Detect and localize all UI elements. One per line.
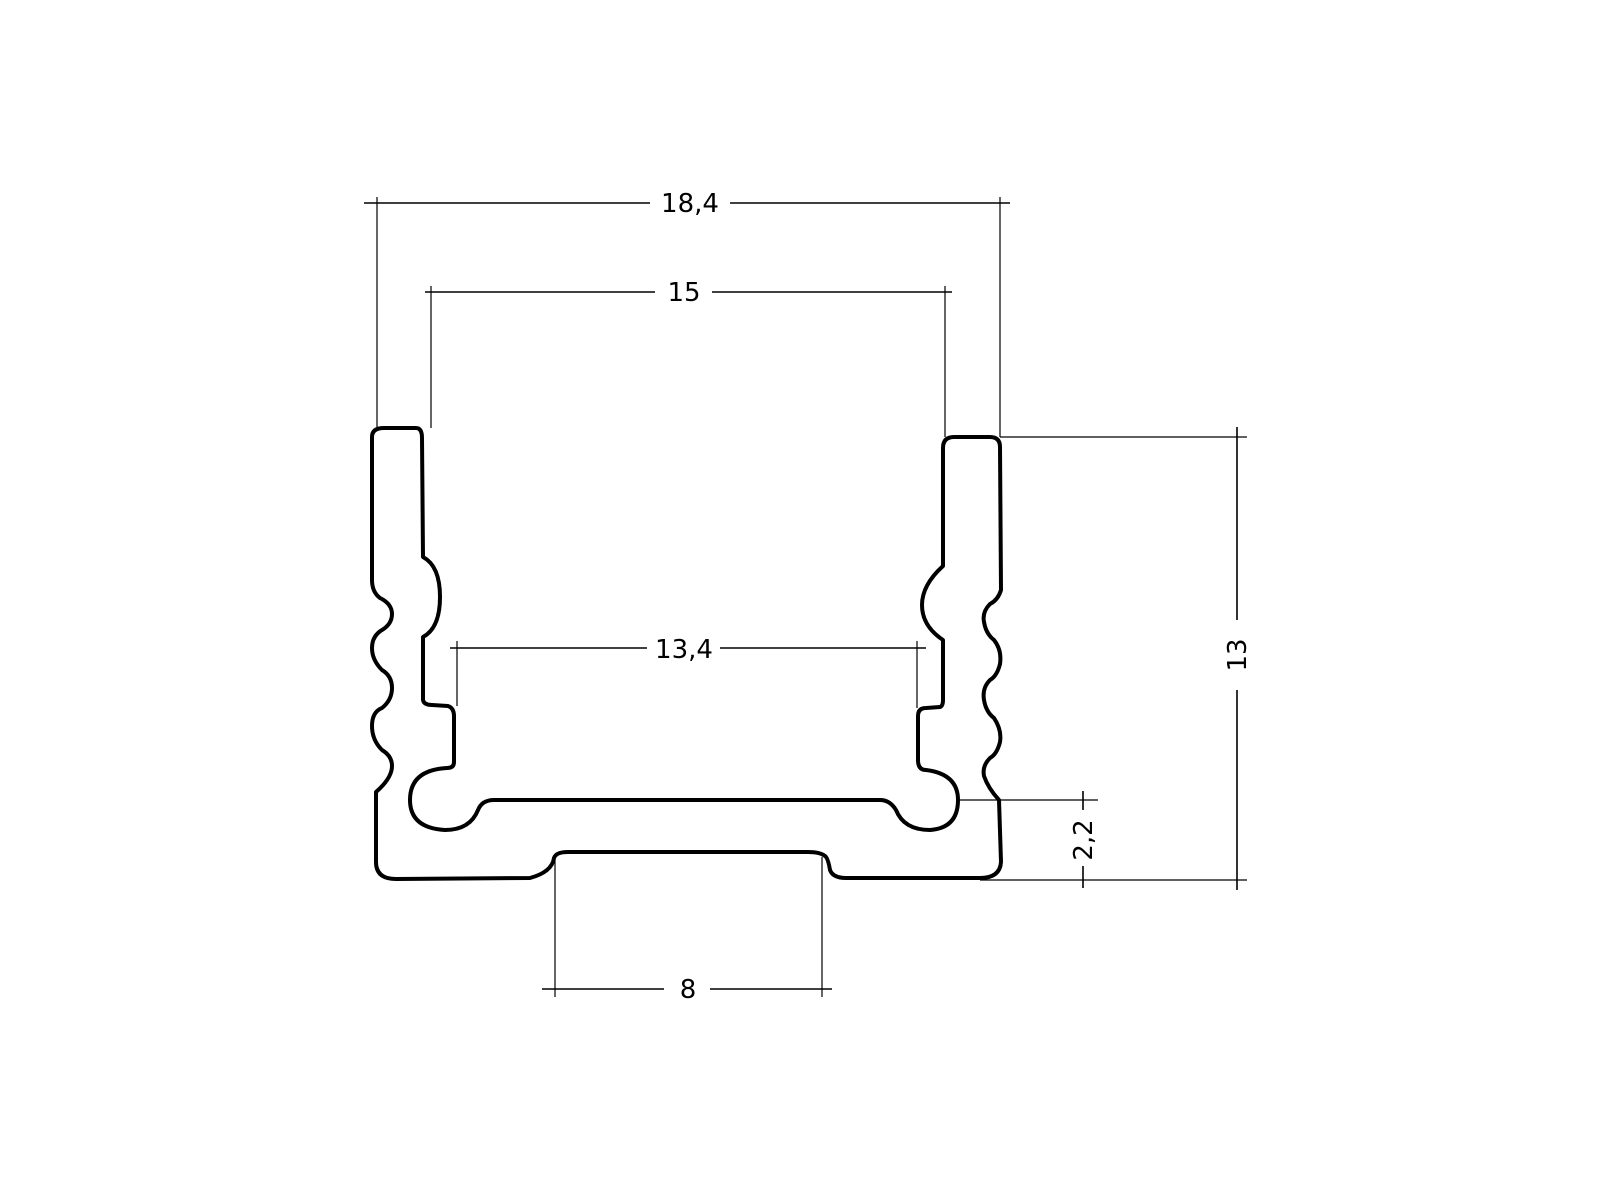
label-inner-top-width: 15: [667, 278, 700, 308]
label-base-foot-width: 8: [680, 975, 697, 1005]
dimension-overall-width: 18,4: [364, 189, 1010, 437]
profile-outline: [370, 426, 1003, 881]
dimension-base-foot-width: 8: [542, 857, 832, 1005]
label-base-thickness: 2,2: [1069, 819, 1099, 860]
label-inner-channel-width: 13,4: [655, 635, 713, 665]
dimension-base-thickness: 2,2: [958, 791, 1099, 888]
dimension-overall-height: 13: [980, 427, 1253, 890]
label-overall-width: 18,4: [661, 189, 719, 219]
dimension-inner-top-width: 15: [425, 278, 952, 437]
dimension-inner-channel-width: 13,4: [450, 635, 926, 708]
label-overall-height: 13: [1223, 638, 1253, 671]
